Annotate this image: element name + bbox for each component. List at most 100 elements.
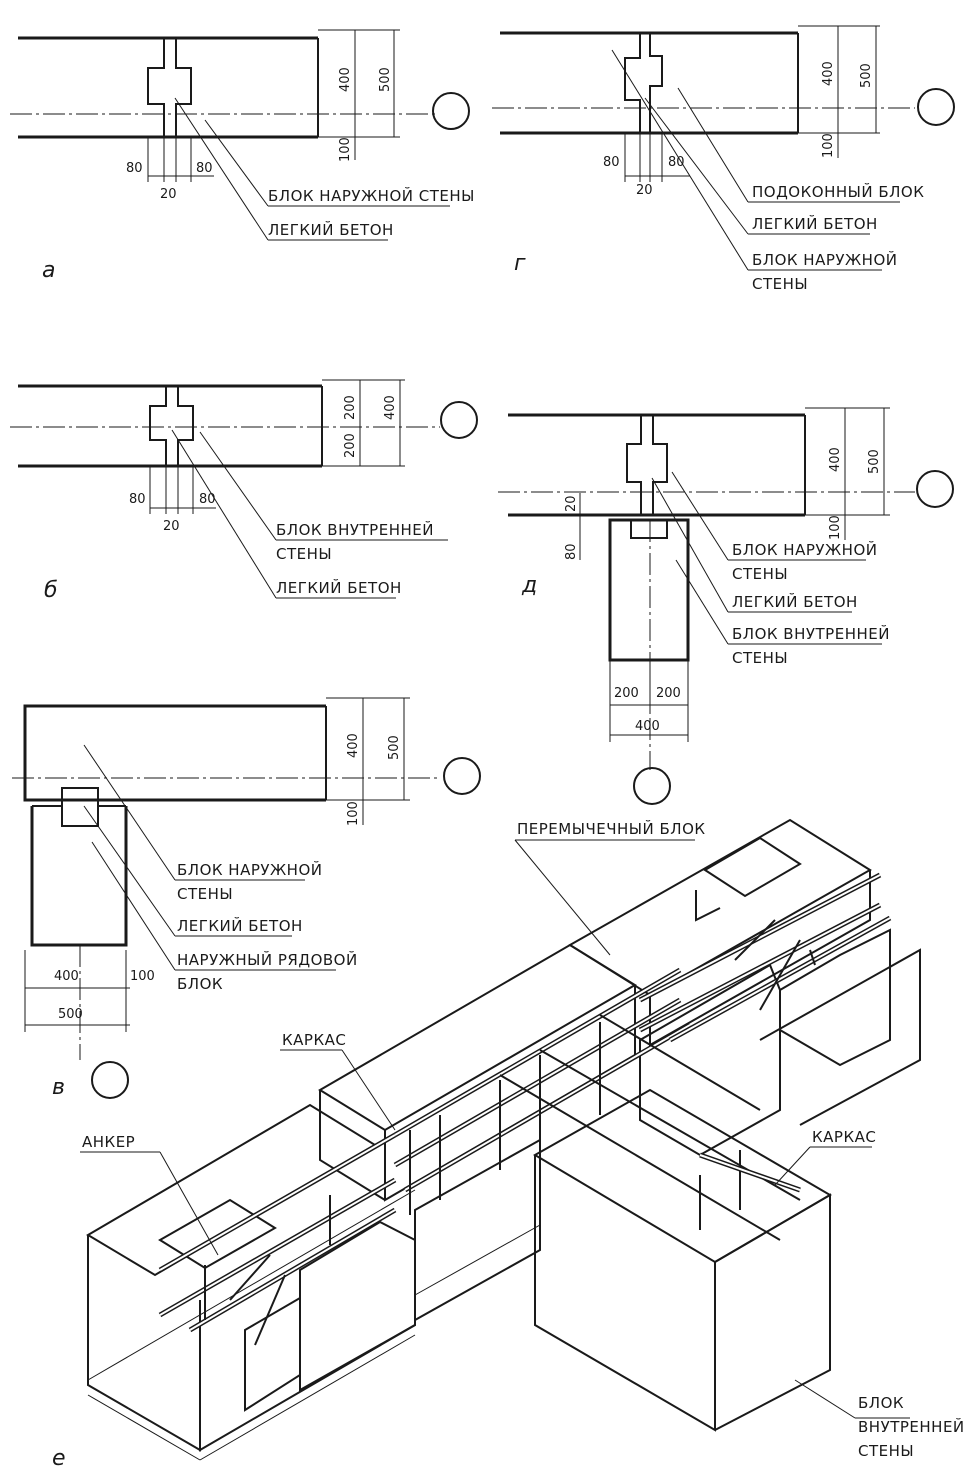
inner-wall-block-side-face <box>714 1193 831 1431</box>
label-outer-wall-block-line1: БЛОК НАРУЖНОЙ <box>732 540 877 559</box>
front-block-front-face <box>87 1235 201 1452</box>
label-outer-wall-block-line2: СТЕНЫ <box>732 565 788 583</box>
label-inner-wall-block-line2: СТЕНЫ <box>276 545 332 563</box>
leader-line <box>677 87 749 203</box>
leader-line <box>83 744 176 881</box>
dim-400-horizontal: 400 <box>54 969 79 984</box>
label-lintel-block: ПЕРЕМЫЧЕЧНЫЙ БЛОК <box>517 819 706 838</box>
leader-line <box>671 471 729 561</box>
axis-marker-circle <box>917 88 955 126</box>
dim-200-right: 200 <box>656 686 681 701</box>
front-block-side-face <box>199 1210 416 1452</box>
figure-b: 200 200 400 80 20 80 БЛОК ВНУТРЕННЕЙ СТЕ… <box>10 379 478 603</box>
axis-marker-circle <box>432 92 470 130</box>
base-line <box>87 1189 416 1381</box>
leader-line <box>341 1049 396 1131</box>
dim-400: 400 <box>346 733 361 758</box>
label-inner-wall-block-line2: СТЕНЫ <box>732 649 788 667</box>
dim-100: 100 <box>346 801 361 826</box>
label-outer-wall-block-line1: БЛОК НАРУЖНОЙ <box>752 250 897 269</box>
dim-400: 400 <box>338 67 353 92</box>
front-block-insert <box>244 1296 301 1412</box>
ordinary-block <box>30 806 128 947</box>
leader-line <box>675 559 729 645</box>
label-outer-wall-block-line2: СТЕНЫ <box>752 275 808 293</box>
label-light-concrete: ЛЕГКИЙ БЕТОН <box>732 592 858 611</box>
dim-80-left: 80 <box>603 155 620 170</box>
label-light-concrete: ЛЕГКИЙ БЕТОН <box>268 220 394 239</box>
label-ordinary-block-line2: БЛОК <box>177 975 223 993</box>
figure-g: 400 500 100 80 20 80 ПОДОКОННЫЙ БЛОК ЛЕГ… <box>492 25 955 293</box>
joint-key <box>32 787 126 827</box>
base-line <box>414 1224 541 1296</box>
dim-400: 400 <box>821 61 836 86</box>
dim-100: 100 <box>828 515 843 540</box>
leader-line <box>204 119 269 207</box>
axis-marker-circle-lower <box>633 767 671 805</box>
figure-d: 400 500 100 20 80 200 200 400 БЛОК НАРУЖ… <box>498 407 954 805</box>
label-anchor: АНКЕР <box>82 1133 135 1151</box>
label-cage-right: КАРКАС <box>812 1128 876 1146</box>
dim-20: 20 <box>163 519 180 534</box>
axis-marker-circle <box>916 470 954 508</box>
inner-wall-block-front-face <box>534 1155 716 1432</box>
dim-20: 20 <box>636 183 653 198</box>
dim-200-lower: 200 <box>343 433 358 458</box>
figure-letter-g: г <box>514 251 526 276</box>
dim-500: 500 <box>387 735 402 760</box>
dim-500: 500 <box>859 63 874 88</box>
label-ordinary-block-line1: НАРУЖНЫЙ РЯДОВОЙ <box>177 950 358 969</box>
dim-100-horizontal: 100 <box>130 969 155 984</box>
rear-cavity <box>703 836 802 898</box>
figure-a: 400 500 100 80 20 80 БЛОК НАРУЖНОЙ СТЕНЫ… <box>10 29 474 283</box>
label-light-concrete: ЛЕГКИЙ БЕТОН <box>177 916 303 935</box>
leader-line <box>644 97 749 235</box>
joint-key <box>147 38 192 137</box>
leader-line <box>159 1151 219 1256</box>
dim-500-horizontal: 500 <box>58 1007 83 1022</box>
middle-block-top-face <box>318 943 637 1132</box>
leader-line <box>774 1146 811 1186</box>
leader-line <box>199 431 277 541</box>
reinforcement-cage-rear <box>638 872 892 1043</box>
joint-key-stepped <box>624 33 663 133</box>
figure-v: 400 500 100 400 100 500 БЛОК НАРУЖНОЙ СТ… <box>12 697 481 1100</box>
joint-key <box>626 415 668 515</box>
lintel-notch <box>695 890 721 922</box>
inner-wall-block-top-face <box>533 1088 832 1264</box>
leader-line <box>83 805 176 937</box>
leader-line <box>174 97 269 241</box>
label-inner-wall-block-line1: БЛОК ВНУТРЕННЕЙ <box>732 624 890 643</box>
leader-line <box>651 477 729 613</box>
figure-letter-a: а <box>42 258 55 283</box>
figure-letter-e: е <box>52 1446 66 1471</box>
label-inner-block-line1: БЛОК <box>858 1394 904 1412</box>
outer-wall-corner <box>23 704 326 802</box>
label-inner-block-line3: СТЕНЫ <box>858 1442 914 1460</box>
figure-letter-d: д <box>521 573 537 598</box>
dim-400-bottom: 400 <box>635 719 660 734</box>
lintel-block-top-face <box>568 818 872 997</box>
reinforcement-cage-front <box>158 1132 397 1346</box>
label-inner-block-line2: ВНУТРЕННЕЙ <box>858 1417 965 1436</box>
joint-key <box>149 386 194 466</box>
label-inner-wall-block-line1: БЛОК ВНУТРЕННЕЙ <box>276 520 434 539</box>
label-light-concrete: ЛЕГКИЙ БЕТОН <box>752 214 878 233</box>
dim-80-right: 80 <box>196 161 213 176</box>
dim-100: 100 <box>821 133 836 158</box>
axis-marker-circle-lower <box>91 1061 129 1099</box>
figure-e-isometric: ПЕРЕМЫЧЕЧНЫЙ БЛОК КАРКАС КАРКАС АНКЕР БЛ… <box>52 818 965 1471</box>
dim-80-left: 80 <box>129 492 146 507</box>
dim-20: 20 <box>564 495 579 512</box>
front-block-cavity <box>158 1198 277 1270</box>
label-sill-block: ПОДОКОННЫЙ БЛОК <box>752 182 924 201</box>
rear-base-block <box>759 948 921 1126</box>
dim-400: 400 <box>828 447 843 472</box>
middle-block-front-face <box>319 1090 386 1201</box>
label-outer-wall-block-line2: СТЕНЫ <box>177 885 233 903</box>
leader-line <box>514 839 611 956</box>
figure-letter-v: в <box>52 1075 65 1100</box>
label-light-concrete: ЛЕГКИЙ БЕТОН <box>276 578 402 597</box>
axis-marker-circle <box>443 757 481 795</box>
